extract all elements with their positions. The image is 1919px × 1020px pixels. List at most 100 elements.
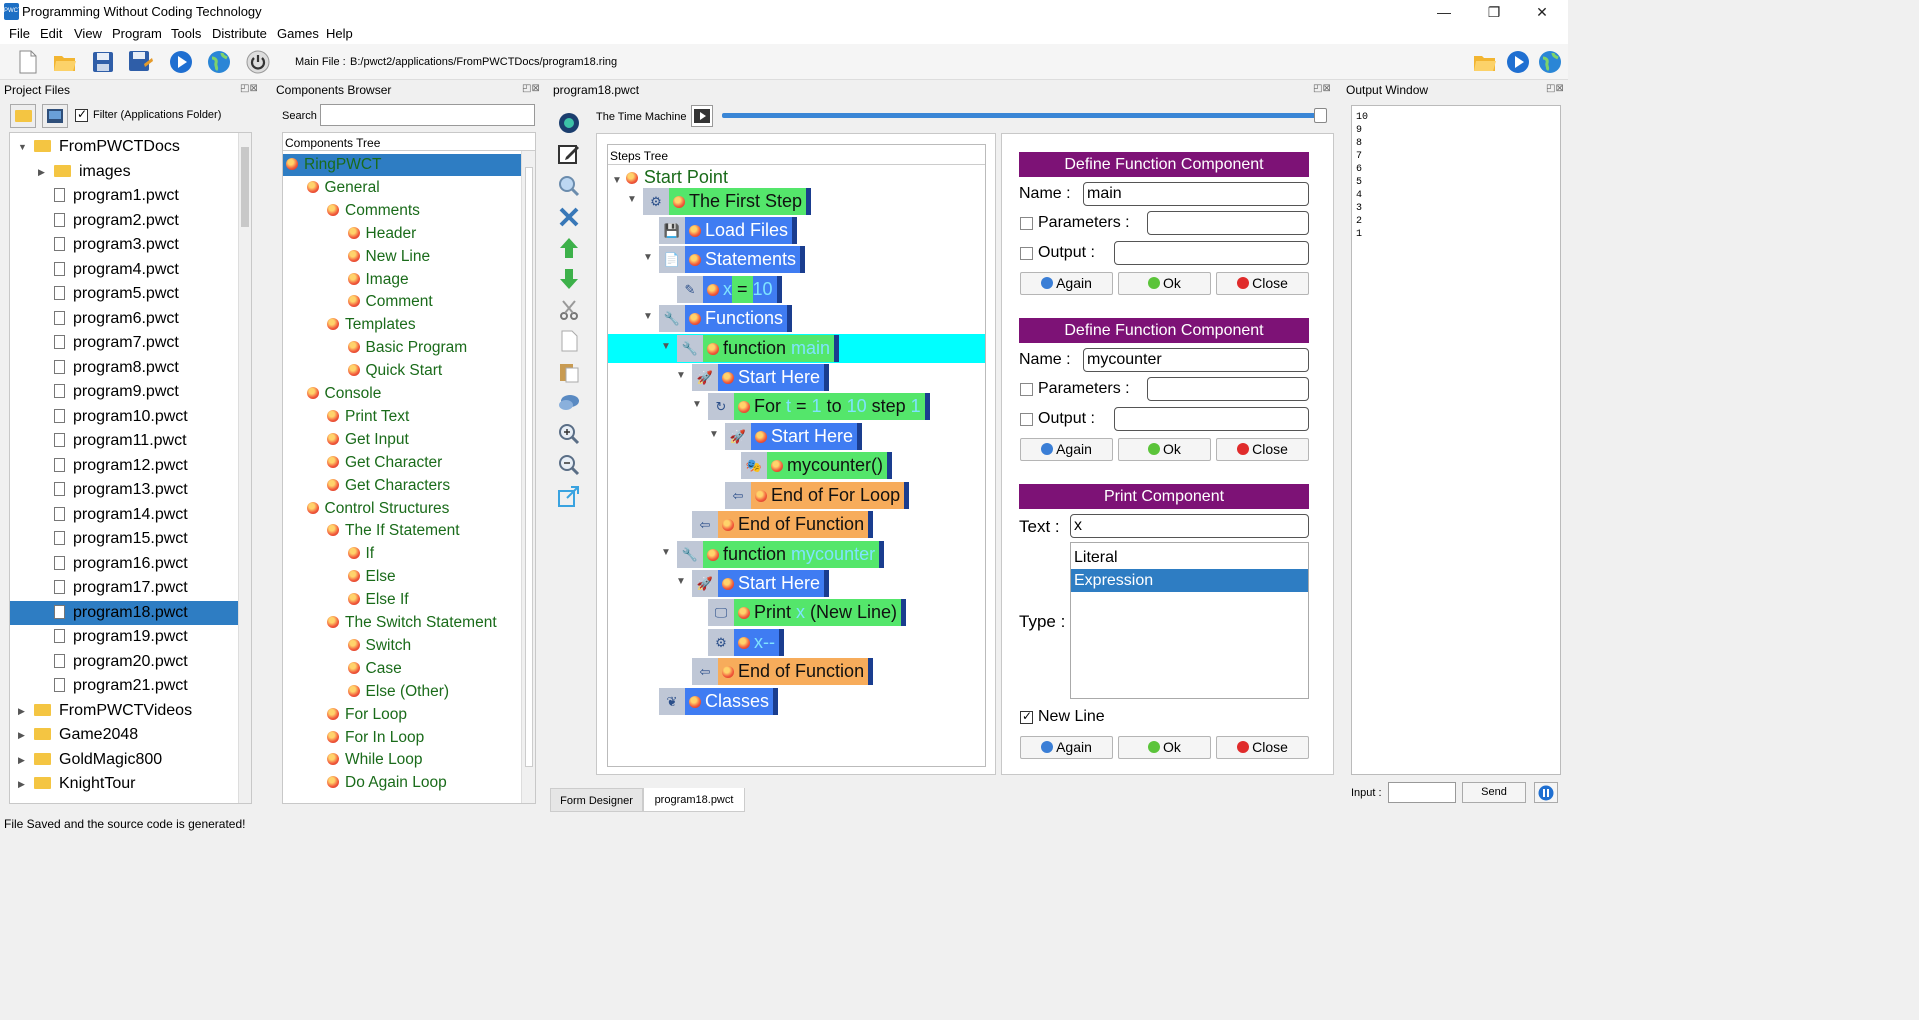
cut-icon[interactable] [558, 299, 580, 321]
print-text-input[interactable]: x [1070, 514, 1309, 538]
step-node[interactable]: 🚀Start Here [692, 570, 830, 597]
collapse-arrow-icon[interactable]: ▼ [18, 142, 27, 152]
file-item[interactable]: program19.pwct [10, 625, 238, 649]
filter-checkbox[interactable]: ✓ [75, 107, 88, 122]
move-down-icon[interactable] [558, 268, 580, 290]
step-node[interactable]: ⇦End of Function [692, 658, 874, 685]
step-node[interactable]: ⚙x-- [708, 629, 784, 656]
close-button-2[interactable]: Close [1216, 438, 1309, 461]
folder-item[interactable]: ▶KnightTour [10, 772, 238, 796]
component-item[interactable]: Console [283, 383, 521, 405]
output-input-2[interactable] [1114, 407, 1309, 431]
collapse-arrow-icon[interactable]: ▼ [612, 175, 622, 186]
type-option-literal[interactable]: Literal [1074, 549, 1118, 566]
component-item[interactable]: Quick Start [283, 360, 521, 382]
search-step-icon[interactable] [558, 175, 580, 197]
expand-arrow-icon[interactable]: ▶ [18, 779, 25, 789]
step-node[interactable]: ⇦End of For Loop [725, 482, 910, 509]
delete-icon[interactable] [558, 206, 580, 228]
menu-edit[interactable]: Edit [40, 26, 63, 41]
component-item[interactable]: New Line [283, 246, 521, 268]
minimize-button[interactable]: — [1437, 4, 1451, 20]
component-item[interactable]: Get Characters [283, 475, 521, 497]
expand-arrow-icon[interactable]: ▶ [18, 705, 25, 716]
step-node[interactable]: 💾Load Files [659, 217, 798, 244]
file-item[interactable]: program16.pwct [10, 552, 238, 576]
parameters-checkbox-1[interactable] [1020, 217, 1033, 230]
step-node[interactable]: 🚀Start Here [692, 364, 830, 391]
file-item[interactable]: program17.pwct [10, 576, 238, 600]
function-name-input-2[interactable]: mycounter [1083, 348, 1309, 372]
menu-distribute[interactable]: Distribute [212, 26, 267, 41]
step-node[interactable]: 🔧Functions [659, 305, 793, 332]
component-item[interactable]: Else [283, 566, 521, 588]
close-button-3[interactable]: Close [1216, 736, 1309, 759]
collapse-arrow-icon[interactable]: ▼ [709, 429, 719, 440]
file-item[interactable]: program20.pwct [10, 650, 238, 674]
again-button-1[interactable]: Again [1020, 272, 1113, 295]
output-input-1[interactable] [1114, 241, 1309, 265]
collapse-arrow-icon[interactable]: ▼ [661, 341, 671, 352]
component-item[interactable]: Case [283, 658, 521, 680]
output-input-field[interactable] [1388, 782, 1456, 803]
again-button-3[interactable]: Again [1020, 736, 1113, 759]
expand-arrow-icon[interactable]: ▶ [18, 754, 25, 765]
menu-games[interactable]: Games [277, 26, 319, 41]
menu-program[interactable]: Program [112, 26, 162, 41]
power-icon[interactable] [245, 49, 271, 75]
collapse-arrow-icon[interactable]: ▼ [676, 370, 686, 381]
expand-arrow-icon[interactable]: ▶ [18, 730, 25, 740]
step-node[interactable]: ⚙The First Step [643, 188, 812, 215]
close-button-1[interactable]: Close [1216, 272, 1309, 295]
run-right-icon[interactable] [1505, 49, 1531, 75]
step-node[interactable]: 🖵Print x (New Line) [708, 599, 907, 626]
time-machine-slider[interactable] [722, 113, 1317, 118]
steps-tree[interactable]: Steps Tree ▼Start Point▼⚙The First Step💾… [607, 144, 986, 767]
step-node[interactable]: 🚀Start Here [725, 423, 863, 450]
folder-item[interactable]: ▶GoldMagic800 [10, 748, 238, 772]
start-point-node[interactable]: ▼Start Point [612, 165, 728, 189]
component-item[interactable]: If [283, 543, 521, 565]
collapse-arrow-icon[interactable]: ▼ [661, 547, 671, 558]
file-item[interactable]: program9.pwct [10, 380, 238, 404]
close-window-button[interactable]: ✕ [1536, 4, 1548, 20]
step-node[interactable]: 📄Statements [659, 246, 806, 273]
file-item[interactable]: program18.pwct [10, 600, 238, 625]
time-machine-play-button[interactable] [691, 105, 713, 127]
save-as-icon[interactable] [128, 49, 154, 75]
component-item[interactable]: Print Text [283, 406, 521, 428]
send-button[interactable]: Send [1462, 782, 1526, 803]
tab-form-designer[interactable]: Form Designer [550, 788, 643, 812]
parameters-input-1[interactable] [1147, 211, 1309, 235]
folder-item[interactable]: ▼FromPWCTDocs [10, 135, 238, 159]
component-item[interactable]: General [283, 177, 521, 199]
dock-float-icon[interactable]: ◰⊠ [240, 83, 258, 94]
component-item[interactable]: Templates [283, 314, 521, 336]
folder-item[interactable]: ▶Game2048 [10, 723, 238, 747]
file-item[interactable]: program10.pwct [10, 405, 238, 429]
paste-icon[interactable] [558, 361, 580, 383]
dock-float-icon[interactable]: ◰⊠ [1546, 83, 1564, 94]
run-icon[interactable] [168, 49, 194, 75]
save-icon[interactable] [90, 49, 116, 75]
step-node[interactable]: 🔧function main [677, 335, 840, 362]
file-item[interactable]: program7.pwct [10, 331, 238, 355]
expand-window-icon[interactable] [558, 485, 580, 507]
terminal-button[interactable] [42, 104, 68, 128]
file-item[interactable]: program13.pwct [10, 478, 238, 502]
menu-file[interactable]: File [9, 26, 30, 41]
file-item[interactable]: program1.pwct [10, 184, 238, 208]
scrollbar-thumb[interactable] [525, 167, 533, 767]
menu-tools[interactable]: Tools [171, 26, 202, 41]
project-scrollbar[interactable] [238, 133, 251, 803]
scrollbar-thumb[interactable] [241, 147, 249, 227]
output-checkbox-2[interactable] [1020, 413, 1033, 426]
dock-float-icon[interactable]: ◰⊠ [522, 83, 540, 94]
component-item[interactable]: Do Again Loop [283, 772, 521, 794]
collapse-arrow-icon[interactable]: ▼ [627, 194, 637, 205]
component-item[interactable]: Control Structures [283, 498, 521, 520]
component-item[interactable]: The Switch Statement [283, 612, 521, 634]
